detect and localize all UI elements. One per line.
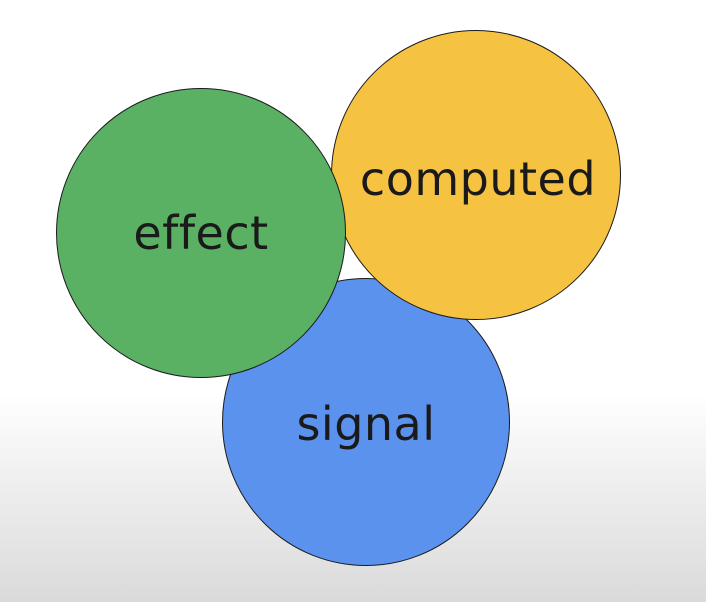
signal-label: signal (296, 397, 436, 451)
effect-circle: effect (56, 88, 346, 378)
computed-circle: computed (331, 30, 621, 320)
effect-label: effect (133, 206, 269, 260)
computed-label: computed (359, 152, 597, 206)
